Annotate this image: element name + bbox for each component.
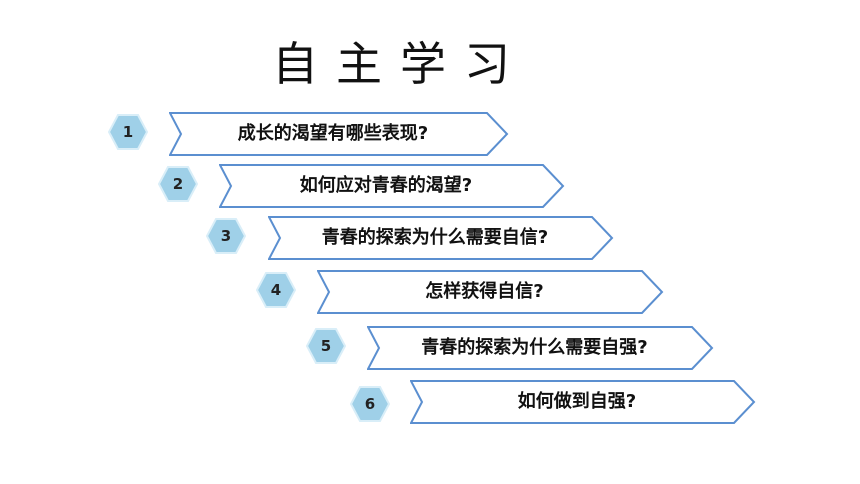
number-badge: 2 bbox=[158, 166, 198, 202]
number-badge: 3 bbox=[206, 218, 246, 254]
list-item: 1 成长的渴望有哪些表现? bbox=[108, 112, 509, 156]
badge-number: 4 bbox=[270, 281, 282, 299]
hexagon-icon bbox=[206, 218, 246, 254]
number-badge: 5 bbox=[306, 328, 346, 364]
arrow-shape bbox=[367, 326, 714, 370]
hexagon-icon bbox=[158, 166, 198, 202]
list-item: 5 青春的探索为什么需要自强? bbox=[306, 326, 714, 370]
badge-number: 5 bbox=[320, 337, 332, 355]
list-item: 4 怎样获得自信? bbox=[256, 270, 664, 314]
arrow-banner[interactable]: 青春的探索为什么需要自信? bbox=[268, 216, 614, 260]
list-item: 6 如何做到自强? bbox=[350, 380, 758, 424]
arrow-banner[interactable]: 如何应对青春的渴望? bbox=[219, 164, 565, 208]
item-text: 如何做到自强? bbox=[517, 391, 637, 412]
arrow-banner[interactable]: 青春的探索为什么需要自强? bbox=[367, 326, 714, 370]
arrow-banner[interactable]: 如何做到自强? bbox=[410, 380, 756, 424]
item-text: 青春的探索为什么需要自强? bbox=[421, 337, 648, 358]
item-text: 怎样获得自信? bbox=[425, 281, 544, 302]
item-text: 成长的渴望有哪些表现? bbox=[237, 123, 429, 144]
arrow-banner[interactable]: 怎样获得自信? bbox=[317, 270, 664, 314]
arrow-shape bbox=[169, 112, 509, 156]
number-badge: 4 bbox=[256, 272, 296, 308]
item-text: 如何应对青春的渴望? bbox=[299, 175, 473, 196]
list-item: 3 青春的探索为什么需要自信? bbox=[206, 216, 614, 260]
arrow-shape bbox=[410, 380, 756, 424]
arrow-shape bbox=[268, 216, 614, 260]
badge-number: 6 bbox=[364, 395, 376, 413]
item-text: 青春的探索为什么需要自信? bbox=[321, 227, 549, 248]
hexagon-icon bbox=[306, 328, 346, 364]
number-badge: 1 bbox=[108, 114, 148, 150]
badge-number: 3 bbox=[220, 227, 232, 245]
hexagon-icon bbox=[256, 272, 296, 308]
hexagon-icon bbox=[108, 114, 148, 150]
list-item: 2 如何应对青春的渴望? bbox=[158, 164, 566, 208]
hexagon-icon bbox=[350, 386, 390, 422]
page-title: 自主学习 bbox=[272, 37, 528, 91]
arrow-shape bbox=[219, 164, 565, 208]
arrow-banner[interactable]: 成长的渴望有哪些表现? bbox=[169, 112, 509, 156]
number-badge: 6 bbox=[350, 386, 390, 422]
badge-number: 2 bbox=[172, 175, 184, 193]
badge-number: 1 bbox=[122, 123, 134, 141]
arrow-shape bbox=[317, 270, 664, 314]
